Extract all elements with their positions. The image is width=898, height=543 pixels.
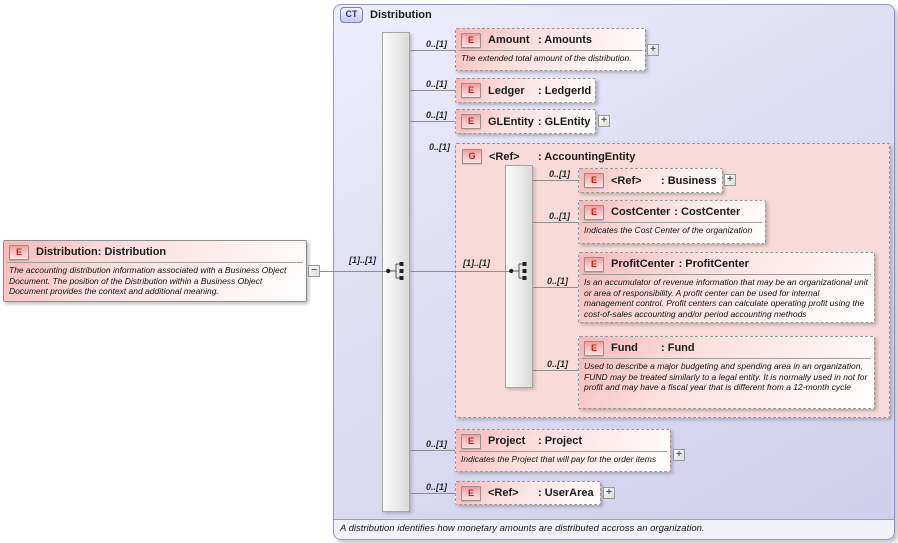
- expand-button-amount[interactable]: +: [647, 44, 659, 56]
- element-description: Used to describe a major budgeting and s…: [584, 361, 868, 393]
- element-type: : LedgerId: [538, 84, 592, 97]
- element-icon: E: [461, 433, 481, 449]
- element-name: Ledger: [488, 84, 525, 97]
- expand-button-project[interactable]: +: [673, 449, 685, 461]
- element-type: : Distribution: [97, 246, 167, 258]
- connector-line-root: [320, 271, 386, 272]
- element-icon: E: [461, 83, 481, 98]
- complex-type-title: Distribution: [370, 9, 432, 21]
- connector-line-amount: [410, 50, 455, 51]
- element-icon: E: [584, 173, 604, 188]
- collapse-button[interactable]: −: [308, 265, 320, 277]
- element-business-ref[interactable]: E <Ref> : Business: [578, 168, 723, 193]
- element-distribution-root[interactable]: E Distribution : Distribution The accoun…: [3, 240, 307, 302]
- element-name: <Ref>: [611, 174, 642, 187]
- divider: [459, 451, 667, 452]
- element-type: : Project: [538, 435, 583, 447]
- sequence-icon-group[interactable]: [508, 261, 530, 281]
- cardinality-root: [1]..[1]: [349, 255, 376, 265]
- complex-type-header: CT Distribution: [340, 7, 432, 23]
- element-fund[interactable]: E Fund : Fund Used to describe a major b…: [578, 336, 875, 409]
- cardinality-profitcenter: 0..[1]: [547, 276, 569, 286]
- complex-type-annotation: A distribution identifies how monetary a…: [340, 523, 705, 534]
- element-icon: E: [584, 256, 604, 272]
- divider: [7, 262, 303, 263]
- element-icon: E: [461, 114, 481, 129]
- element-name: Amount: [488, 34, 530, 46]
- connector-line-group: [410, 271, 512, 272]
- divider: [582, 274, 871, 275]
- cardinality-costcenter: 0..[1]: [549, 211, 571, 221]
- cardinality-ledger: 0..[1]: [426, 79, 448, 89]
- element-type: : Amounts: [538, 34, 592, 46]
- connector-line-profitcenter: [533, 287, 578, 288]
- element-type: : Fund: [661, 342, 695, 354]
- connector-line-project: [410, 450, 455, 451]
- element-description: Is an accumulator of revenue information…: [584, 277, 868, 319]
- connector-line-glentity: [410, 121, 455, 122]
- group-name: <Ref>: [489, 150, 520, 163]
- connector-line-fund: [533, 370, 578, 371]
- complex-type-icon: CT: [340, 7, 363, 23]
- element-name: GLEntity: [488, 115, 534, 128]
- element-icon: E: [9, 244, 29, 260]
- connector-line-business: [533, 180, 578, 181]
- divider: [459, 50, 642, 51]
- cardinality-fund: 0..[1]: [547, 359, 569, 369]
- element-type: : ProfitCenter: [678, 258, 749, 270]
- group-type: : AccountingEntity: [538, 150, 636, 163]
- element-icon: E: [584, 340, 604, 356]
- element-description: The accounting distribution information …: [9, 265, 287, 297]
- connector-line-costcenter: [533, 222, 578, 223]
- connector-line-ledger: [410, 90, 455, 91]
- element-icon: E: [461, 32, 481, 48]
- element-amount[interactable]: E Amount : Amounts The extended total am…: [455, 28, 646, 71]
- element-description: The extended total amount of the distrib…: [461, 53, 632, 63]
- element-glentity[interactable]: E GLEntity : GLEntity: [455, 109, 596, 134]
- expand-button-glentity[interactable]: +: [598, 115, 610, 127]
- connector-line-userarea: [410, 493, 455, 494]
- element-name: ProfitCenter: [611, 258, 675, 270]
- divider: [582, 222, 762, 223]
- divider: [582, 358, 871, 359]
- cardinality-business: 0..[1]: [549, 169, 571, 179]
- element-name: Fund: [611, 342, 638, 354]
- cardinality-group-sequence: [1]..[1]: [463, 258, 490, 268]
- cardinality-glentity: 0..[1]: [426, 110, 448, 120]
- element-name: Project: [488, 435, 526, 447]
- element-project[interactable]: E Project : Project Indicates the Projec…: [455, 429, 671, 472]
- element-costcenter[interactable]: E CostCenter : CostCenter Indicates the …: [578, 200, 766, 244]
- element-icon: E: [461, 485, 481, 501]
- element-profitcenter[interactable]: E ProfitCenter : ProfitCenter Is an accu…: [578, 252, 875, 323]
- cardinality-project: 0..[1]: [426, 439, 448, 449]
- cardinality-userarea: 0..[1]: [426, 482, 448, 492]
- element-type: : CostCenter: [674, 206, 741, 218]
- element-type: : GLEntity: [537, 115, 591, 128]
- element-type: : Business: [661, 174, 717, 187]
- element-description: Indicates the Project that will pay for …: [461, 454, 657, 464]
- group-icon: G: [462, 149, 482, 164]
- element-name: <Ref>: [488, 487, 519, 499]
- expand-button-business[interactable]: +: [724, 174, 736, 186]
- element-description: Indicates the Cost Center of the organiz…: [584, 225, 753, 235]
- element-userarea-ref[interactable]: E <Ref> : UserArea: [455, 481, 601, 505]
- sequence-icon-main[interactable]: [385, 261, 407, 281]
- element-type: : UserArea: [538, 487, 594, 499]
- element-name: CostCenter: [611, 206, 671, 218]
- cardinality-group: 0..[1]: [429, 142, 451, 152]
- element-icon: E: [584, 204, 604, 220]
- expand-button-userarea[interactable]: +: [603, 487, 615, 499]
- element-ledger[interactable]: E Ledger : LedgerId: [455, 78, 596, 103]
- complex-type-footer: A distribution identifies how monetary a…: [334, 519, 894, 539]
- element-name: Distribution: [36, 246, 98, 258]
- cardinality-amount: 0..[1]: [426, 39, 448, 49]
